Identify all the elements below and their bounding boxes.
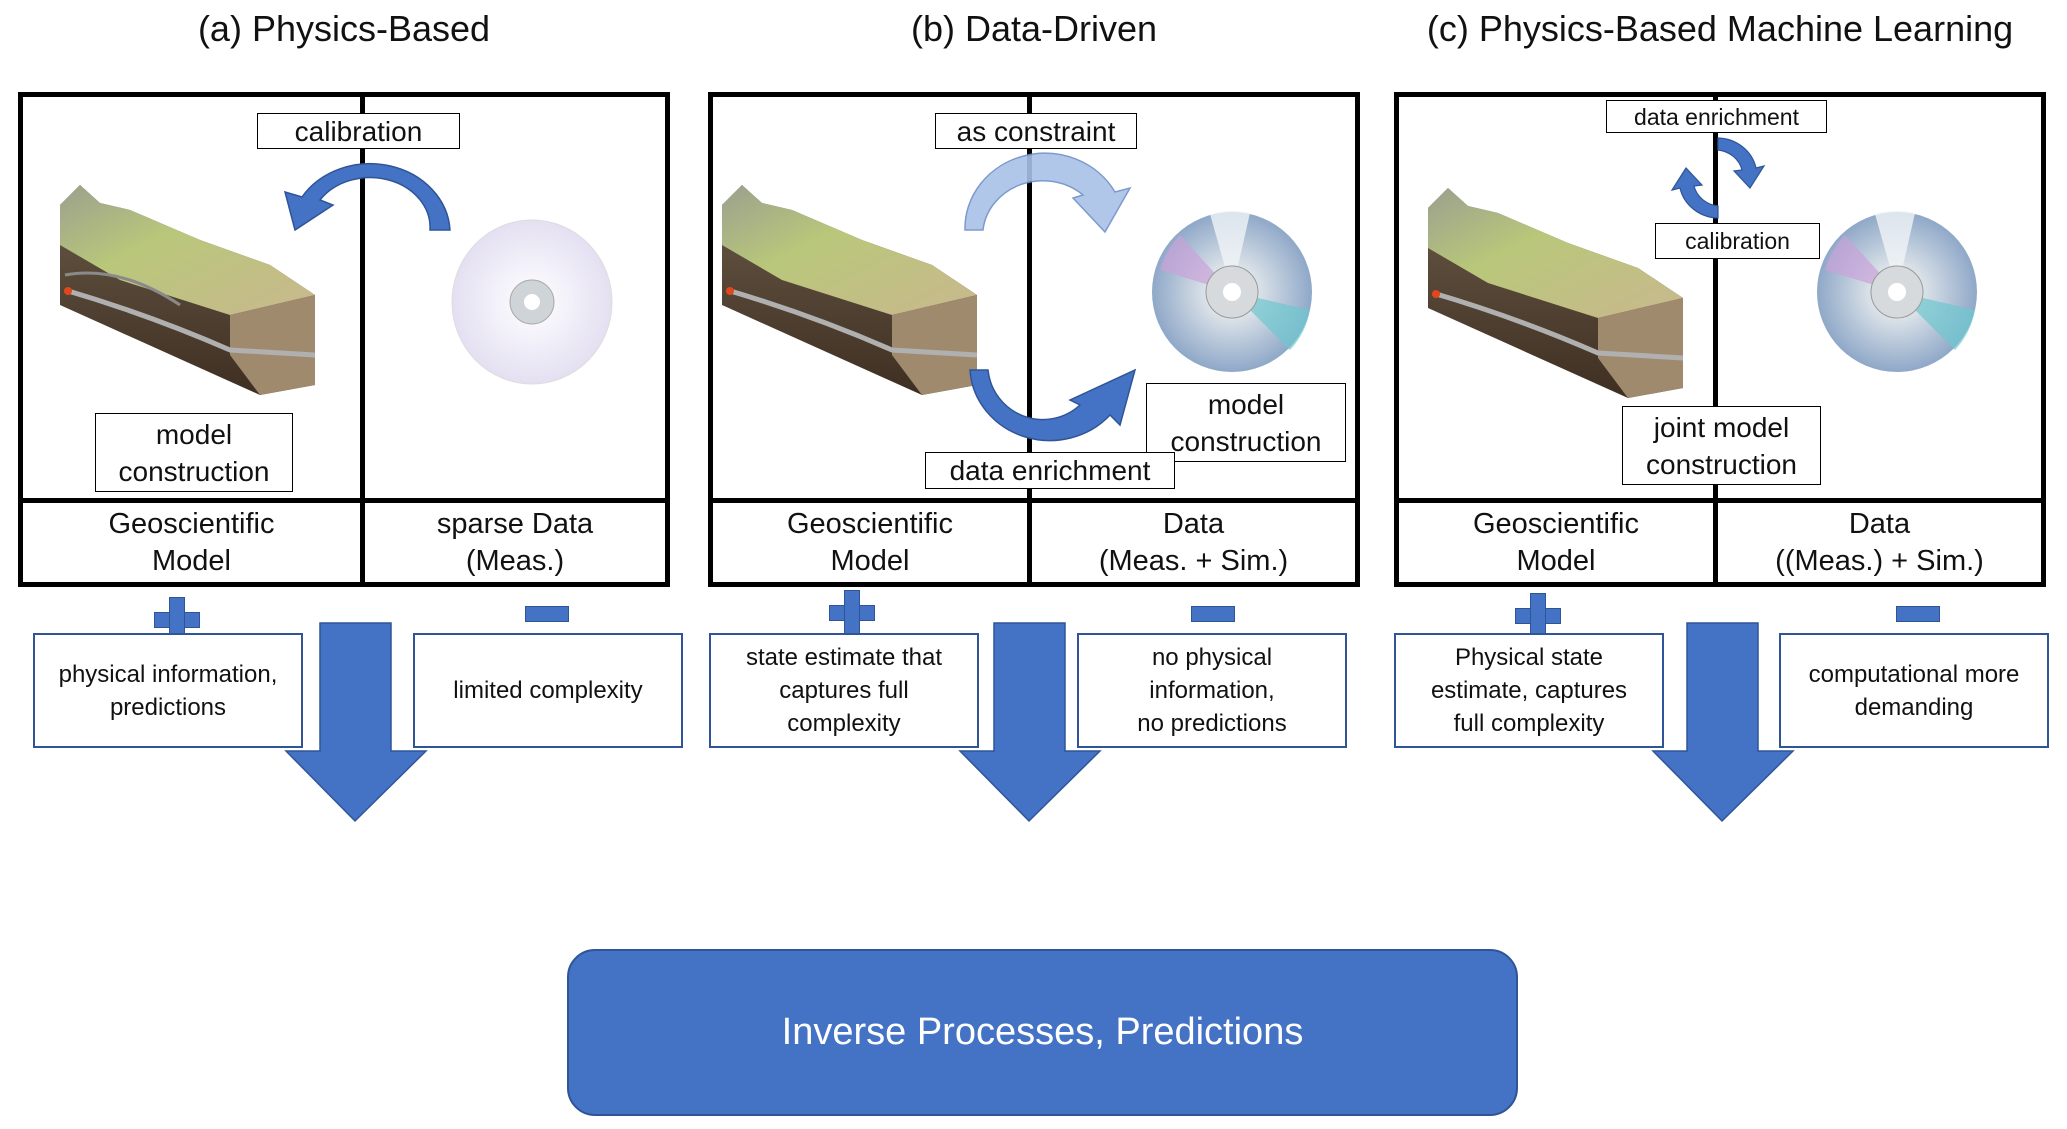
plus-icon-vertical: [1530, 593, 1546, 637]
panel-divider: [360, 97, 365, 582]
footer-divider: [713, 498, 1355, 503]
con-box: limited complexity: [413, 633, 683, 748]
right-footer-label: Data(Meas. + Sim.): [1098, 508, 1289, 577]
down-arrow-icon: [284, 622, 428, 823]
right-footer-label: Data((Meas.) + Sim.): [1775, 508, 1984, 577]
pro-box: physical information,predictions: [33, 633, 303, 748]
right-footer-label: sparse Data(Meas.): [436, 508, 594, 577]
data-enrichment-label: data enrichment: [925, 452, 1175, 489]
calibration-arrow-icon: [283, 162, 451, 232]
down-arrow-icon: [958, 622, 1102, 823]
minus-icon: [1191, 606, 1235, 622]
minus-icon: [1896, 606, 1940, 622]
iridescent-disc-icon: [1152, 210, 1312, 372]
iridescent-disc-icon: [1817, 210, 1977, 372]
panel-b-title: (b) Data-Driven: [910, 8, 1158, 49]
minus-icon: [525, 606, 569, 622]
data-enrichment-label: data enrichment: [1606, 100, 1827, 133]
as-constraint-arrow-icon: [964, 152, 1132, 234]
result-label: Inverse Processes, Predictions: [781, 1011, 1304, 1053]
footer-divider: [1399, 498, 2041, 503]
panel-divider: [1027, 97, 1032, 582]
panel-a-title: (a) Physics-Based: [197, 8, 491, 49]
inverse-processes-predictions-box: Inverse Processes, Predictions: [567, 949, 1518, 1116]
calibration-label: calibration: [1655, 223, 1820, 259]
cycle-arrows-icon: [1670, 137, 1766, 219]
panel-divider: [1713, 97, 1718, 582]
calibration-label: calibration: [257, 113, 460, 149]
panel-c-title: (c) Physics-Based Machine Learning: [1426, 8, 2014, 49]
geological-block-diagram-icon: [1428, 188, 1684, 398]
footer-divider: [23, 498, 665, 503]
data-enrichment-arrow-icon: [969, 368, 1137, 442]
down-arrow-icon: [1651, 622, 1795, 823]
plus-icon-vertical: [844, 590, 860, 634]
as-constraint-label: as constraint: [935, 113, 1137, 149]
geological-block-diagram-icon: [60, 185, 316, 395]
geological-block-diagram-icon: [722, 185, 978, 395]
plain-disc-icon: [451, 219, 613, 385]
